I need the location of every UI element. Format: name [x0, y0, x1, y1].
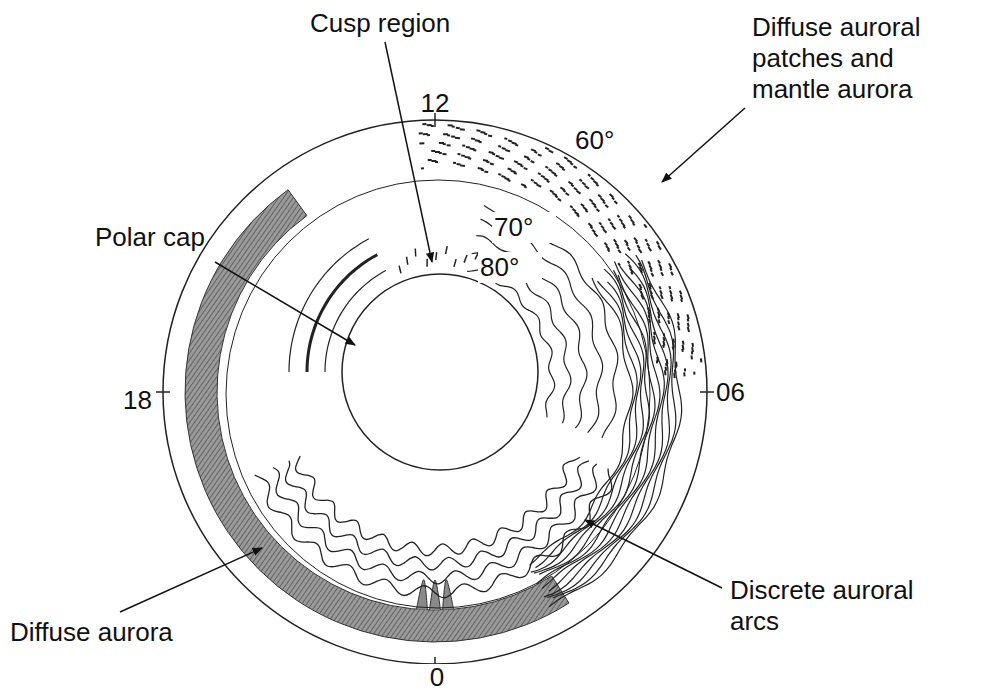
latitude-circle: [226, 180, 650, 608]
latitude-label: 80°: [478, 252, 542, 283]
hour-label: 0: [415, 664, 459, 690]
callout-label: Cusp region: [300, 8, 460, 39]
discrete-arcs: [255, 205, 618, 597]
hour-label: 12: [410, 88, 460, 119]
leader-line: [215, 262, 355, 345]
leader-line: [585, 520, 722, 588]
leader-line: [385, 42, 432, 262]
hour-tick: [156, 391, 170, 393]
auroral-bulge: [416, 580, 427, 610]
callout-label: Diffuse aurora: [10, 617, 210, 648]
hour-label: 06: [716, 377, 760, 408]
callout-label: Discrete auroral arcs: [730, 575, 945, 637]
diffuse-aurora-band: [185, 190, 569, 642]
polar-cap-circle: [342, 274, 538, 470]
auroral-bulge: [430, 580, 441, 610]
outer-latitude-circle: [163, 120, 707, 664]
hour-label: 18: [108, 385, 152, 416]
leader-line: [662, 108, 745, 182]
diffuse-patches: [419, 123, 703, 378]
auroral-bulge: [443, 580, 454, 610]
hour-tick: [700, 391, 714, 393]
callout-label: Polar cap: [95, 222, 235, 253]
leader-line: [120, 548, 262, 612]
callout-label: Diffuse auroral patches and mantle auror…: [752, 12, 962, 106]
latitude-label: 70°: [492, 212, 556, 243]
latitude-label: 60°: [575, 125, 635, 156]
